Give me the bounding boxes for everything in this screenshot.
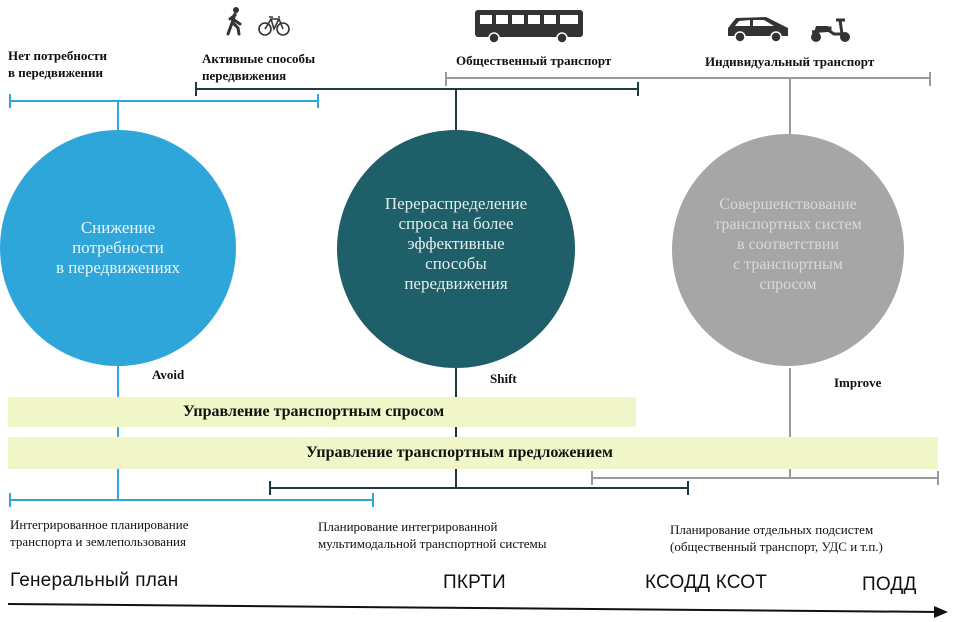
car-icon: [728, 17, 788, 43]
label-multimodal-line1: Планирование интегрированной: [318, 519, 498, 534]
circle-avoid-line1: Снижение: [80, 218, 156, 237]
plan-pkrti: ПКРТИ: [443, 572, 506, 593]
circle-avoid-line3: в передвижениях: [55, 258, 181, 277]
label-active-line1: Активные способы: [202, 51, 316, 66]
label-no-need-line2: в передвижении: [8, 65, 103, 80]
label-no-need: Нет потребности в передвижении: [8, 47, 107, 81]
plan-general: Генеральный план: [10, 570, 179, 591]
circle-improve-line3: в соответствии: [737, 236, 839, 253]
circle-shift-line3: эффективные: [407, 234, 505, 253]
pedestrian-icon: [226, 7, 242, 36]
circle-avoid-line2: потребности: [72, 238, 164, 257]
label-multimodal-line2: мультимодальной транспортной системы: [318, 536, 547, 551]
label-active: Активные способы передвижения: [202, 50, 315, 84]
circle-shift: Перераспределение спроса на более эффект…: [337, 130, 575, 368]
band-demand: Управление транспортным спросом: [8, 397, 636, 427]
improve-top-bracket: [445, 72, 931, 140]
band-supply: Управление транспортным предложением: [8, 437, 938, 469]
plan-ksodd-ksot: КСОДД КСОТ: [645, 572, 768, 593]
circle-shift-line2: спроса на более: [398, 214, 514, 233]
label-integrated-line2: транспорта и землепользования: [10, 534, 186, 549]
circle-improve-line4: с транспортным: [733, 256, 843, 273]
circle-shift-line1: Перераспределение: [384, 194, 528, 213]
label-subsystems-line1: Планирование отдельных подсистем: [670, 522, 874, 537]
bicycle-icon: [258, 16, 290, 36]
tag-avoid: Avoid: [152, 367, 185, 382]
label-multimodal: Планирование интегрированной мультимодал…: [318, 518, 547, 552]
band-demand-label: Управление транспортным спросом: [183, 403, 445, 420]
label-subsystems: Планирование отдельных подсистем (общест…: [670, 521, 883, 555]
circle-improve-line2: транспортных систем: [714, 216, 862, 233]
band-supply-label: Управление транспортным предложением: [306, 444, 613, 461]
tag-improve: Improve: [834, 375, 882, 390]
plan-podd: ПОДД: [862, 574, 917, 595]
circle-shift-text: Перераспределение спроса на более эффект…: [385, 194, 527, 294]
label-integrated: Интегрированное планирование транспорта …: [10, 516, 188, 550]
circle-shift-line4: способы: [425, 254, 487, 273]
label-active-line2: передвижения: [202, 68, 287, 83]
avoid-bottom-bracket: [9, 493, 374, 507]
circle-shift-line5: передвижения: [404, 274, 508, 293]
circle-improve-line5: спросом: [759, 276, 817, 293]
label-individual: Индивидуальный транспорт: [705, 54, 875, 69]
label-subsystems-line2: (общественный транспорт, УДС и т.п.): [670, 539, 883, 554]
label-public: Общественный транспорт: [456, 53, 612, 68]
circle-improve-text: Совершенствование транспортных систем в …: [714, 195, 862, 295]
tag-shift: Shift: [490, 371, 517, 386]
timeline-arrow: [7, 603, 948, 618]
circle-avoid-text: Снижение потребности в передвижениях: [56, 218, 180, 278]
circle-avoid: Снижение потребности в передвижениях: [0, 130, 236, 366]
circle-improve-line1: Совершенствование: [719, 196, 857, 213]
label-no-need-line1: Нет потребности: [8, 48, 108, 63]
circle-improve: Совершенствование транспортных систем в …: [672, 134, 904, 366]
shift-bottom-bracket: [269, 481, 689, 495]
scooter-icon: [811, 18, 850, 42]
bus-icon: [475, 10, 583, 44]
label-integrated-line1: Интегрированное планирование: [10, 517, 189, 532]
improve-bottom-bracket: [591, 471, 939, 485]
